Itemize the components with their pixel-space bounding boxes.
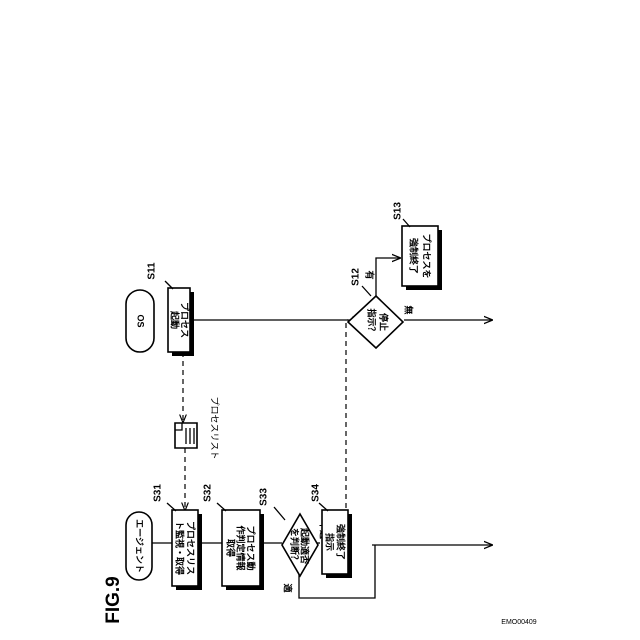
s13-label-line1: プロセスを [422, 233, 433, 278]
s12-yes-label: 有 [365, 270, 376, 279]
s13-step-label: S13 [393, 202, 404, 220]
step-s34-box: 強制終了 指示 [322, 510, 352, 578]
s12-yes-arrow [376, 258, 400, 300]
step-s33-diamond: 起動適否 を判断？ [282, 514, 318, 576]
s31-step-label: S31 [153, 484, 164, 502]
s34-label-line1: 強制終了 [336, 524, 347, 560]
s12-step-label: S12 [351, 268, 362, 286]
step-s12-diamond: 停止 指示？ [348, 296, 403, 348]
s33-ok-label: 適 [283, 583, 294, 592]
s12-leader [362, 286, 371, 296]
s11-label-line2: 起動 [170, 310, 181, 329]
s11-step-label: S11 [147, 262, 158, 280]
step-s11-box: プロセス 起動 [168, 288, 194, 356]
s31-label-line1: プロセスリス [186, 521, 197, 575]
agent-terminal: エージェント [126, 512, 152, 580]
s11-label-line1: プロセス [180, 302, 191, 338]
step-s13-box: プロセスを 強制終了 [402, 226, 442, 290]
s33-leader [274, 507, 285, 520]
s32-label-line2: 作判定情報 [236, 525, 247, 571]
figure-code: EMO00409 [501, 619, 537, 626]
s33-label-line2: を判断？ [290, 528, 301, 564]
s32-step-label: S32 [203, 484, 214, 502]
step-s31-box: プロセスリス ト監視・取得 [172, 510, 202, 590]
process-list-label: プロセスリスト [210, 396, 220, 459]
os-terminal-label: OS [136, 314, 146, 327]
s12-label-line2: 指示？ [367, 308, 378, 335]
s34-to-s12-arrow [346, 320, 360, 508]
figure-title: FIG.9 [103, 576, 124, 624]
s12-label-line1: 停止 [379, 313, 390, 331]
agent-terminal-label: エージェント [135, 519, 145, 573]
s32-label-line3: 取得 [226, 539, 237, 557]
s34-label-line2: 指示 [325, 533, 336, 551]
s12-no-label: 無 [404, 305, 415, 314]
s13-label-line2: 強制終了 [409, 238, 420, 274]
s34-step-label: S34 [311, 484, 322, 502]
s31-label-line2: ト監視・取得 [175, 521, 186, 575]
os-terminal: OS [126, 290, 154, 352]
step-s32-box: プロセス動 作判定情報 取得 [222, 510, 264, 590]
s32-label-line1: プロセス動 [246, 525, 257, 570]
s33-step-label: S33 [259, 488, 270, 506]
s33-label-line1: 起動適否 [300, 527, 311, 564]
document-icon [175, 423, 197, 448]
